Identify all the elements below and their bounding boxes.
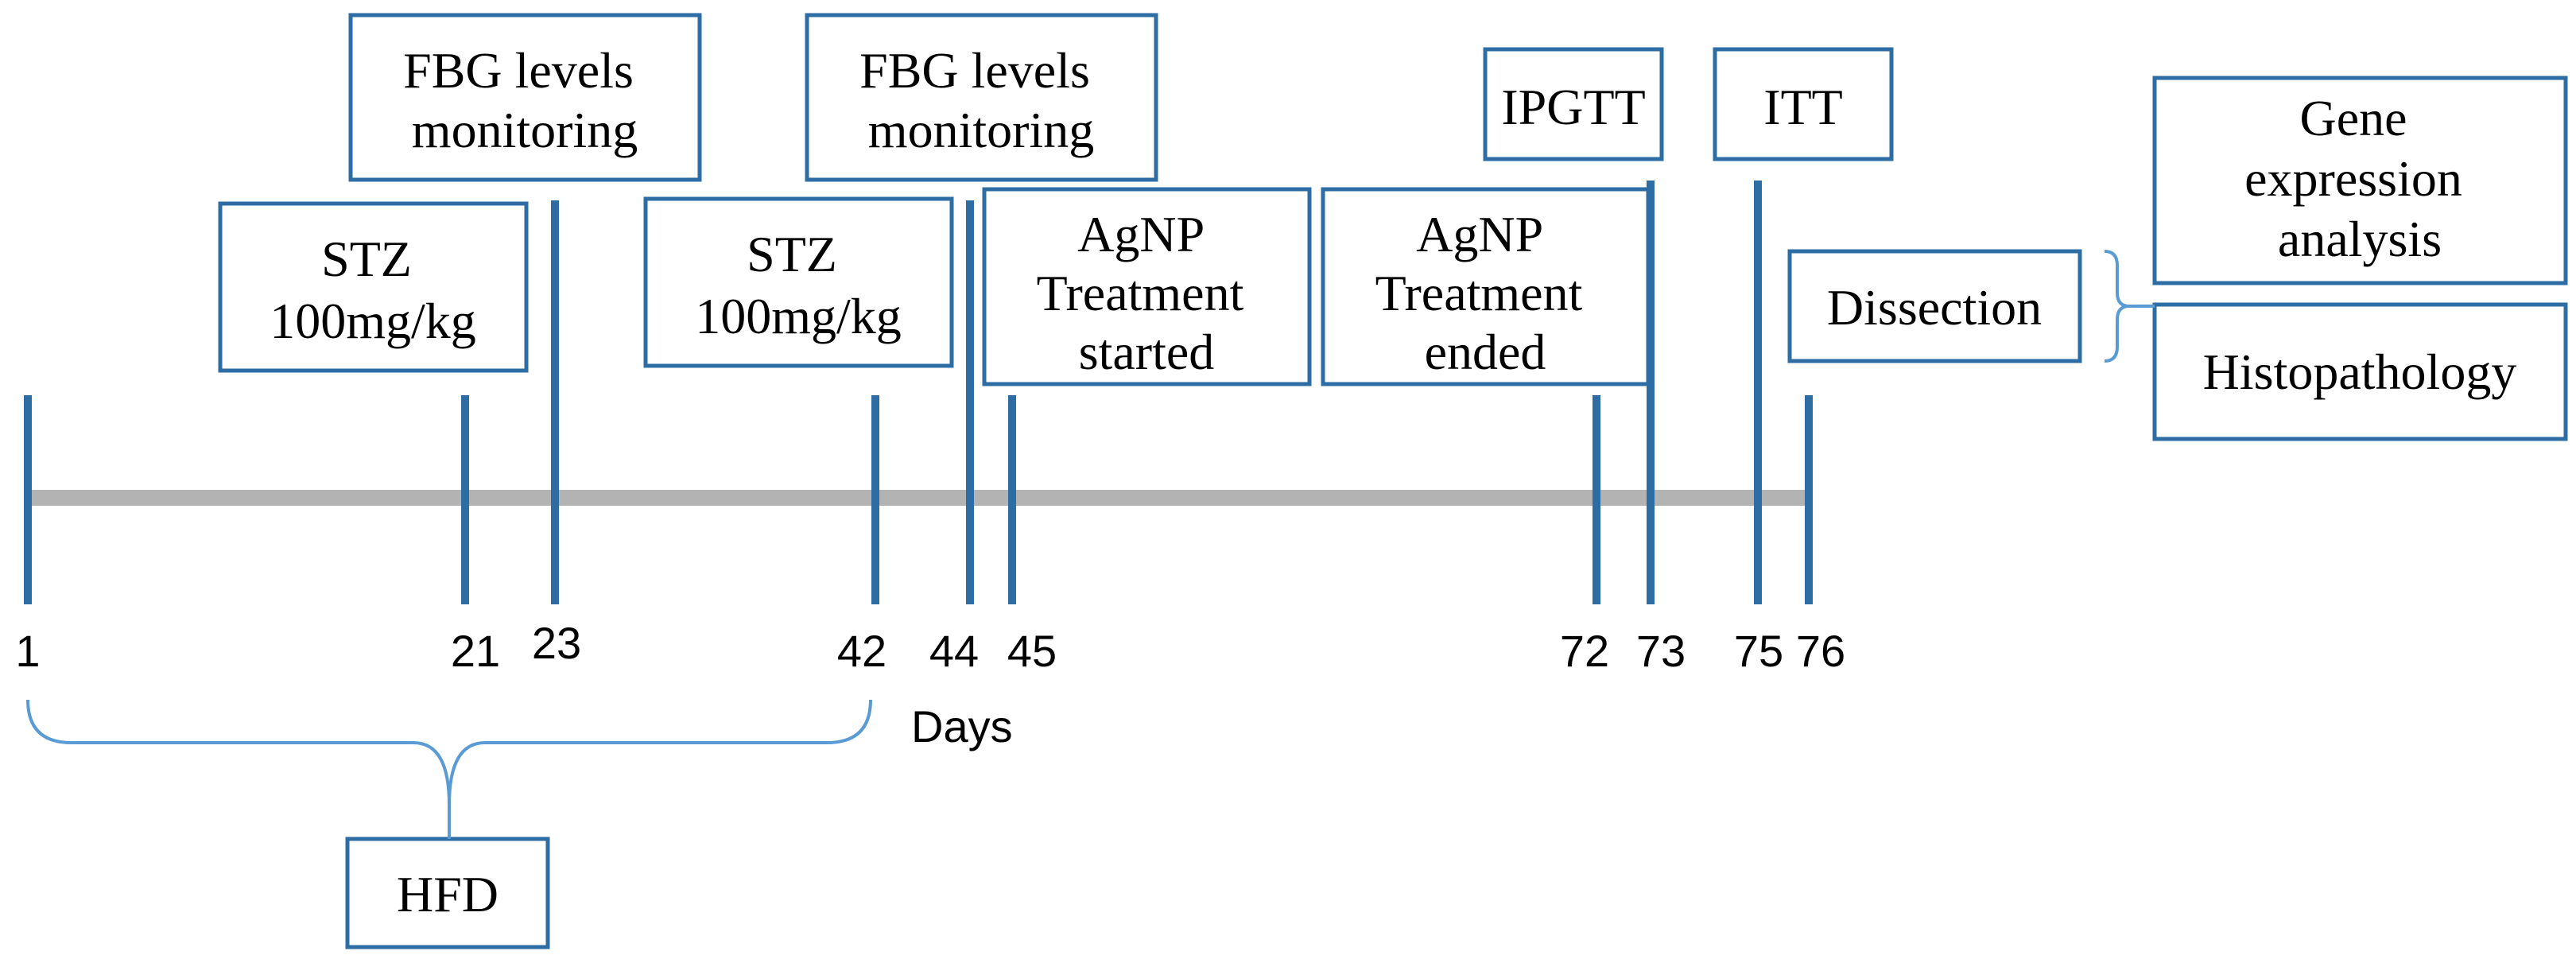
box-agnp-end: [1321, 187, 1651, 386]
box-fbg-1: [348, 13, 702, 182]
stz-2-text: STZ 100mg/kg: [695, 226, 902, 344]
day-label: 75: [1734, 626, 1783, 676]
box-stz-1: [218, 201, 529, 373]
box-fbg-2: [805, 13, 1158, 182]
day-label: 72: [1560, 626, 1609, 676]
hfd-brace: [26, 699, 872, 806]
box-gene: [2152, 76, 2568, 285]
gene-text: Gene expression analysis: [2244, 90, 2475, 267]
box-itt: [1713, 47, 1894, 161]
fbg-1-text: FBG levels monitoring: [403, 42, 646, 158]
day-label: 21: [451, 626, 500, 676]
agnp-start-text: AgNP Treatment started: [1037, 206, 1257, 380]
day-label: 1: [15, 626, 40, 676]
day-labels: 1 21 23 42 44 45 72 73 75 76: [15, 618, 1845, 676]
itt-text: ITT: [1763, 79, 1843, 135]
dissection-text: Dissection: [1827, 279, 2042, 336]
tick-marks: [24, 181, 1813, 604]
day-label: 23: [532, 618, 581, 668]
days-axis-label: Days: [911, 701, 1013, 751]
box-stz-2: [643, 196, 954, 368]
day-label: 44: [929, 626, 979, 676]
stz-1-text: STZ 100mg/kg: [270, 231, 476, 349]
box-dissection: [1787, 249, 2082, 363]
box-agnp-start: [982, 187, 1312, 386]
event-boxes: [218, 13, 2568, 949]
box-ipgtt: [1483, 47, 1664, 161]
box-histo: [2152, 302, 2568, 441]
fbg-2-text: FBG levels monitoring: [859, 42, 1103, 158]
day-label: 73: [1636, 626, 1686, 676]
hfd-text: HFD: [397, 866, 499, 922]
day-label: 45: [1007, 626, 1057, 676]
day-label: 42: [837, 626, 886, 676]
ipgtt-text: IPGTT: [1501, 79, 1645, 135]
dissection-bracket: [2104, 250, 2130, 363]
day-label: 76: [1796, 626, 1845, 676]
agnp-end-text: AgNP Treatment ended: [1375, 206, 1596, 380]
histo-text: Histopathology: [2203, 344, 2517, 400]
